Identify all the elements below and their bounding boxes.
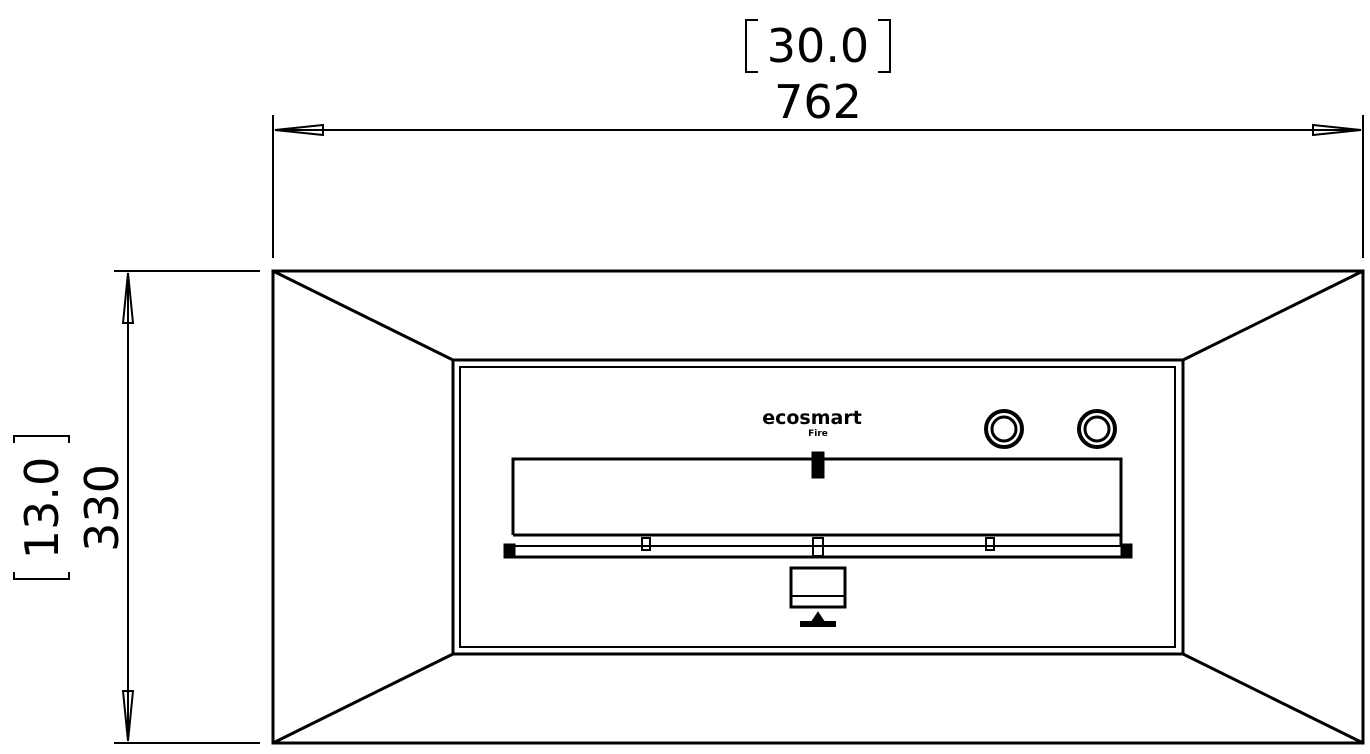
- width-mm: 762: [774, 75, 862, 129]
- arrow-down-icon: [121, 690, 135, 742]
- control-knob: [1077, 409, 1117, 449]
- control-knob: [984, 409, 1024, 449]
- fireplace-body: [271, 269, 1365, 745]
- depth-inches: 13.0: [15, 457, 69, 559]
- svg-text:Fire: Fire: [808, 429, 828, 439]
- burner: [503, 451, 1133, 559]
- arrow-left-icon: [274, 123, 324, 137]
- width-inches: 30.0: [767, 19, 869, 73]
- depth-dimension: 13.0 330: [13, 270, 260, 744]
- bracket: [745, 19, 891, 73]
- width-dimension: 30.0 762: [272, 19, 1364, 258]
- arrow-up-icon: [121, 272, 135, 324]
- slider-handle: [789, 566, 847, 627]
- bracket: [13, 435, 70, 580]
- depth-mm: 330: [75, 464, 129, 552]
- ecosmart-fire-logo: ecosmart Fire: [762, 407, 862, 439]
- arrow-right-icon: [1312, 123, 1362, 137]
- svg-text:ecosmart: ecosmart: [762, 407, 862, 429]
